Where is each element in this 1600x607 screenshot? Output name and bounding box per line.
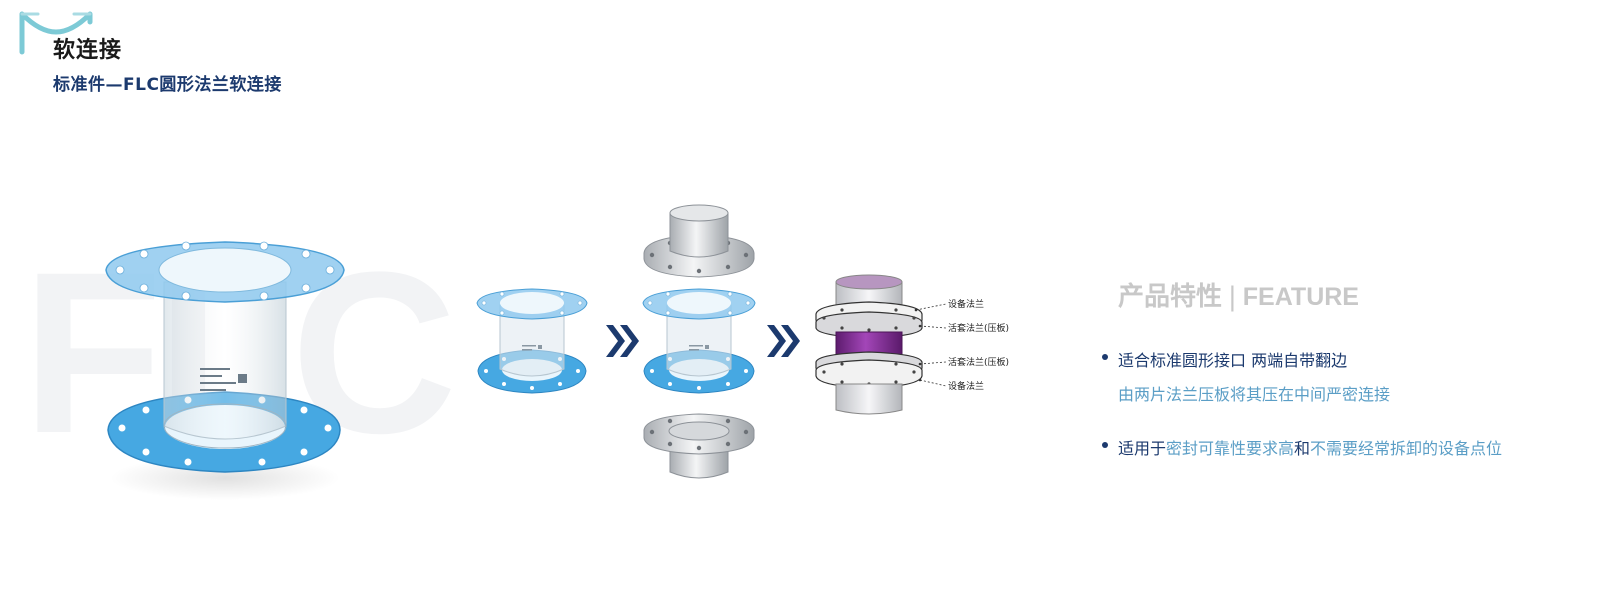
feature-item-1: 适合标准圆形接口 两端自带翻边	[1102, 347, 1348, 371]
assembly-diagram: 设备法兰 活套法兰(压板) 活套法兰(压板) 设备法兰	[815, 274, 1009, 415]
feature-heading-cn: 产品特性	[1118, 282, 1223, 312]
double-chevron-right-icon	[606, 325, 639, 357]
bullet-dot-icon	[1102, 354, 1108, 360]
feature-item-2-b: 密封可靠性要求高	[1166, 439, 1295, 458]
callout-loose-flange-top: 活套法兰(压板)	[948, 322, 1009, 334]
feature-item-1-line2: 由两片法兰压板将其压在中间严密连接	[1118, 385, 1391, 404]
feature-item-2-c: 和	[1294, 439, 1311, 458]
feature-heading-en: FEATURE	[1242, 283, 1359, 311]
steel-flange-top-image	[643, 204, 755, 278]
feature-item-2-a: 适用于	[1118, 439, 1167, 458]
callout-device-flange-bottom: 设备法兰	[948, 380, 984, 392]
callout-loose-flange-bottom: 活套法兰(压板)	[948, 356, 1009, 368]
product-image-connector-small	[476, 288, 588, 394]
feature-heading-separator: |	[1228, 282, 1237, 312]
logo-icon	[19, 11, 93, 55]
double-chevron-right-icon	[767, 325, 800, 357]
feature-item-2-d: 不需要经常拆卸的设备点位	[1310, 439, 1503, 458]
steel-flange-bottom-image	[643, 413, 755, 479]
callout-device-flange-top: 设备法兰	[948, 298, 984, 310]
feature-heading: 产品特性|FEATURE	[1118, 276, 1359, 313]
product-image-connector-middle	[642, 288, 756, 394]
page-title: 软连接	[53, 38, 123, 63]
feature-item-2: 适用于密封可靠性要求高和不需要经常拆卸的设备点位	[1102, 435, 1503, 459]
bullet-dot-icon	[1102, 442, 1108, 448]
product-image-flc-connector	[105, 241, 345, 500]
feature-item-1-line1: 适合标准圆形接口 两端自带翻边	[1118, 351, 1348, 370]
page-subtitle: 标准件—FLC圆形法兰软连接	[53, 75, 282, 95]
